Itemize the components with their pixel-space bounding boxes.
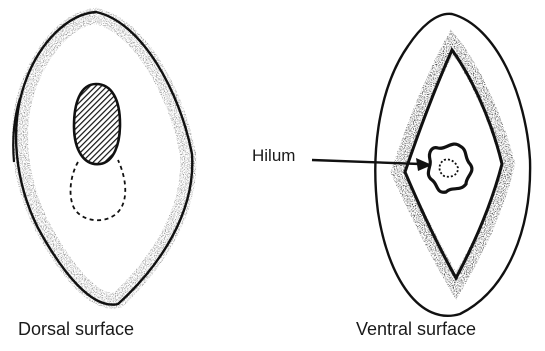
dorsal-hatched-blotch [74, 84, 120, 164]
ventral-surface-caption: Ventral surface [356, 318, 476, 340]
dorsal-dashed-outline [71, 160, 126, 220]
hilum-mark [428, 144, 472, 192]
hilum-label: Hilum [252, 146, 295, 166]
dorsal-seed [13, 12, 192, 305]
dorsal-surface-caption: Dorsal surface [18, 318, 134, 340]
ventral-seed [312, 14, 530, 316]
